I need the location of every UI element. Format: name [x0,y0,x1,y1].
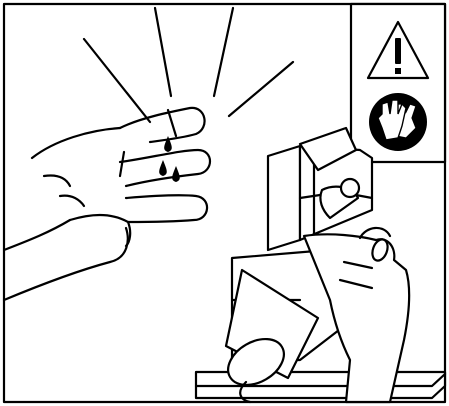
pain-lines [84,8,293,122]
grinder-machine [196,128,445,402]
symbol-panel [351,4,445,162]
protective-gloves-icon [369,93,427,151]
blood-drops [159,136,180,182]
